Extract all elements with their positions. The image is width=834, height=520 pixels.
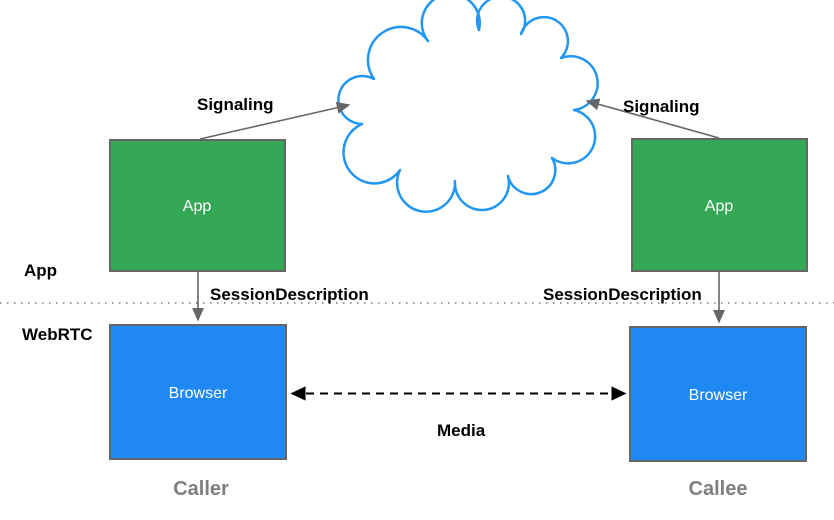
signaling-right-label: Signaling xyxy=(623,97,700,116)
media-label: Media xyxy=(437,421,486,440)
caller-browser-box xyxy=(109,324,287,460)
signaling-left-label: Signaling xyxy=(197,95,274,114)
callee-browser-box xyxy=(629,326,807,462)
caller-app-box xyxy=(109,139,286,272)
signaling-arrow-left xyxy=(199,101,351,140)
signaling-arrow-right xyxy=(585,98,720,139)
callee-role-label: Callee xyxy=(689,478,748,500)
signaling-cloud xyxy=(337,0,599,213)
app-layer-label: App xyxy=(24,261,57,280)
caller-app-label: App xyxy=(183,198,212,215)
callee-app-box xyxy=(631,138,808,272)
session-description-left-label: SessionDescription xyxy=(210,285,369,304)
callee-app-label: App xyxy=(705,198,734,215)
webrtc-layer-label: WebRTC xyxy=(22,325,93,344)
session-description-right-label: SessionDescription xyxy=(543,285,702,304)
caller-browser-label: Browser xyxy=(169,385,228,402)
caller-role-label: Caller xyxy=(173,478,229,500)
callee-browser-label: Browser xyxy=(689,387,748,404)
